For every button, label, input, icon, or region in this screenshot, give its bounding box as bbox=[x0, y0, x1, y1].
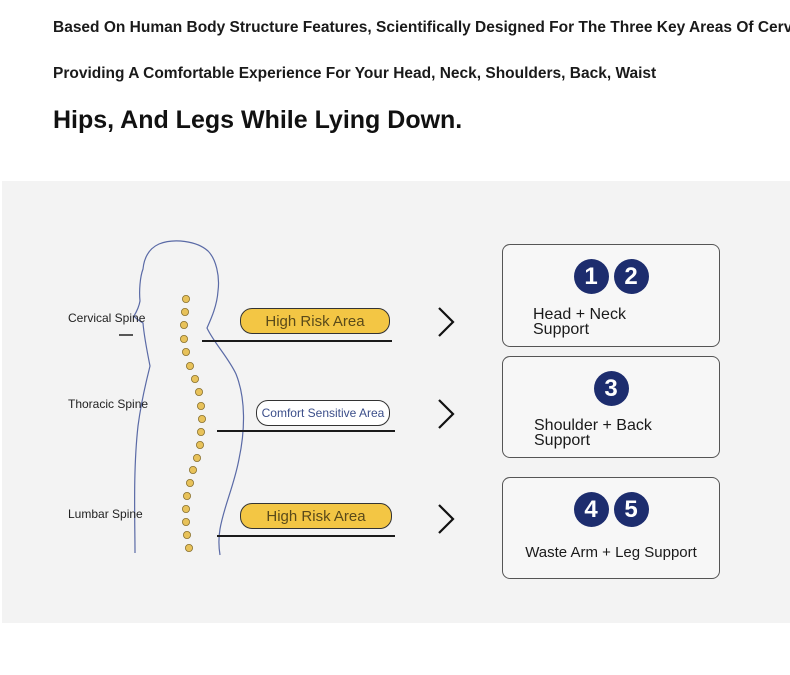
shoulder-back-card: 3 Shoulder + Back Support bbox=[502, 356, 720, 458]
vertebra-dot bbox=[196, 427, 205, 436]
card-title: Head + Neck bbox=[533, 306, 626, 323]
thoracic-underline bbox=[217, 430, 395, 432]
vertebra-dot bbox=[184, 543, 193, 552]
spine-vertebrae bbox=[179, 295, 206, 552]
vertebra-dot bbox=[181, 517, 190, 526]
vertebra-dot bbox=[179, 334, 188, 343]
head-neck-card: 1 2 Head + Neck Support bbox=[502, 244, 720, 347]
intro-heading: Hips, And Legs While Lying Down. bbox=[53, 106, 463, 134]
vertebra-dot bbox=[195, 440, 204, 449]
chevron-right-icon bbox=[438, 399, 455, 429]
vertebra-dot bbox=[188, 465, 197, 474]
vertebra-dot bbox=[185, 361, 194, 370]
vertebra-dot bbox=[181, 347, 190, 356]
vertebra-dot bbox=[181, 504, 190, 513]
number-badge-2: 2 bbox=[613, 259, 649, 294]
card-title: Shoulder + Back bbox=[534, 417, 652, 434]
thoracic-spine-label: Thoracic Spine bbox=[68, 397, 149, 411]
vertebra-dot bbox=[180, 308, 189, 317]
vertebra-dot bbox=[190, 374, 199, 383]
number-badge-5: 5 bbox=[613, 492, 649, 527]
intro-line-2: Providing A Comfortable Experience For Y… bbox=[53, 65, 657, 82]
vertebra-dot bbox=[181, 295, 190, 304]
vertebra-dot bbox=[179, 320, 188, 329]
lumbar-spine-label: Lumbar Spine bbox=[68, 507, 143, 521]
vertebra-dot bbox=[194, 387, 203, 396]
chevron-right-icon bbox=[438, 307, 455, 337]
number-badge-3: 3 bbox=[593, 371, 629, 406]
intro-line-1: Based On Human Body Structure Features, … bbox=[53, 19, 790, 36]
lumbar-risk-badge: High Risk Area bbox=[240, 503, 392, 529]
lumbar-underline bbox=[217, 535, 395, 537]
card-title: Waste Arm + Leg Support bbox=[525, 544, 697, 561]
number-badge-4: 4 bbox=[573, 492, 609, 527]
vertebra-dot bbox=[182, 530, 191, 539]
card-subtitle: Support bbox=[534, 432, 591, 449]
vertebra-dot bbox=[197, 414, 206, 423]
vertebra-dot bbox=[185, 478, 194, 487]
waist-leg-card: 4 5 Waste Arm + Leg Support bbox=[502, 477, 720, 579]
chevron-right-icon bbox=[438, 504, 455, 534]
cervical-risk-badge: High Risk Area bbox=[240, 308, 390, 334]
vertebra-dot bbox=[192, 453, 201, 462]
number-badge-1: 1 bbox=[573, 259, 609, 294]
body-silhouette bbox=[119, 240, 245, 556]
card-subtitle: Support bbox=[533, 321, 590, 338]
cervical-spine-label: Cervical Spine bbox=[68, 311, 146, 325]
cervical-underline bbox=[202, 340, 392, 342]
vertebra-dot bbox=[196, 401, 205, 410]
vertebra-dot bbox=[182, 491, 191, 500]
thoracic-comfort-badge: Comfort Sensitive Area bbox=[256, 400, 390, 426]
